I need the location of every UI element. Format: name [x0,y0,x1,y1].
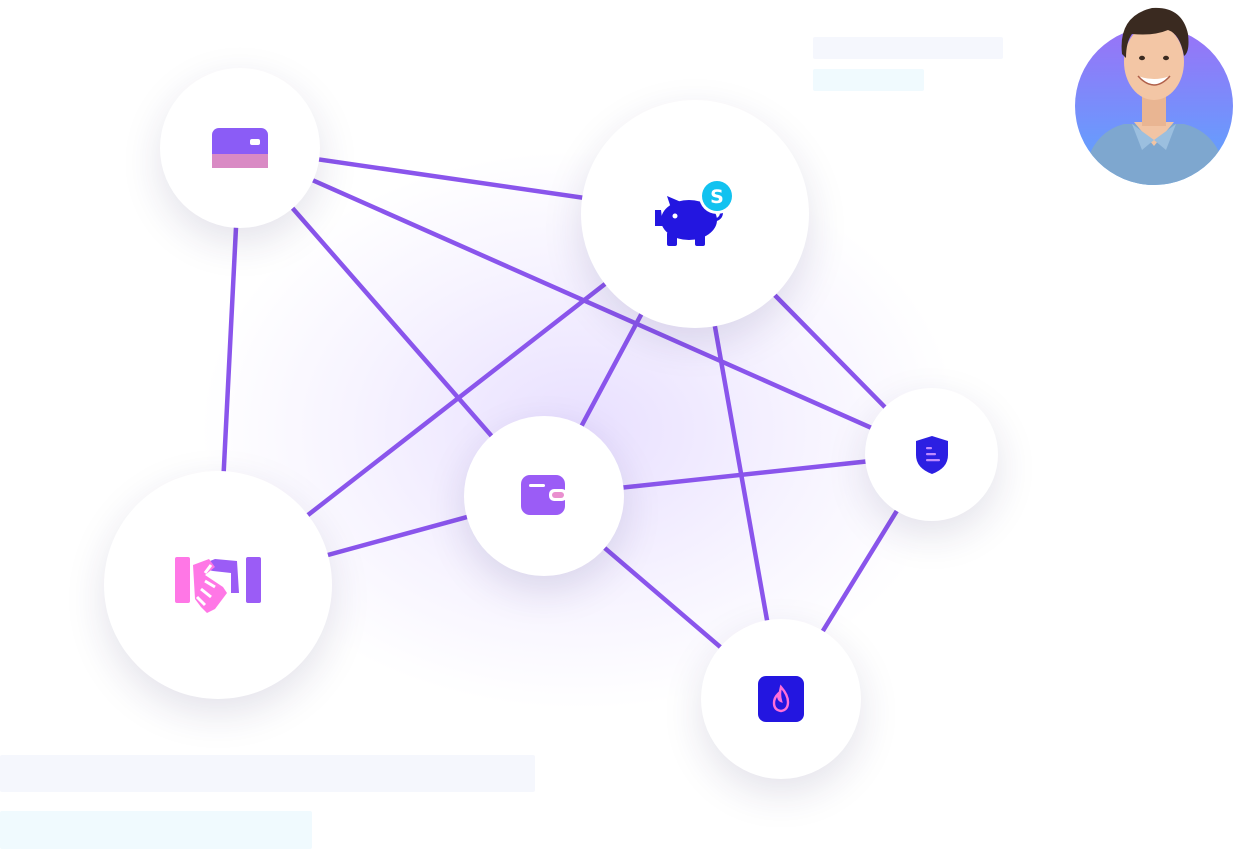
svg-text:S: S [710,186,724,208]
subheader-text-placeholder [813,69,924,91]
fire-icon [758,676,804,722]
shield-document-icon [915,435,948,474]
footer-subtext-placeholder [0,811,312,849]
node-handshake [104,471,332,699]
node-shield [865,388,998,521]
handshake-icon [175,557,261,613]
header-text-placeholder [813,37,1003,59]
node-fire [701,619,861,779]
footer-text-placeholder [0,755,535,792]
piggy-bank-dollar-icon: S [655,178,735,246]
node-piggy-bank: S [581,100,809,328]
wallet-icon [521,475,567,515]
user-avatar [1072,0,1238,188]
node-wallet [464,416,624,576]
credit-card-icon [212,128,268,168]
node-credit-card [160,68,320,228]
